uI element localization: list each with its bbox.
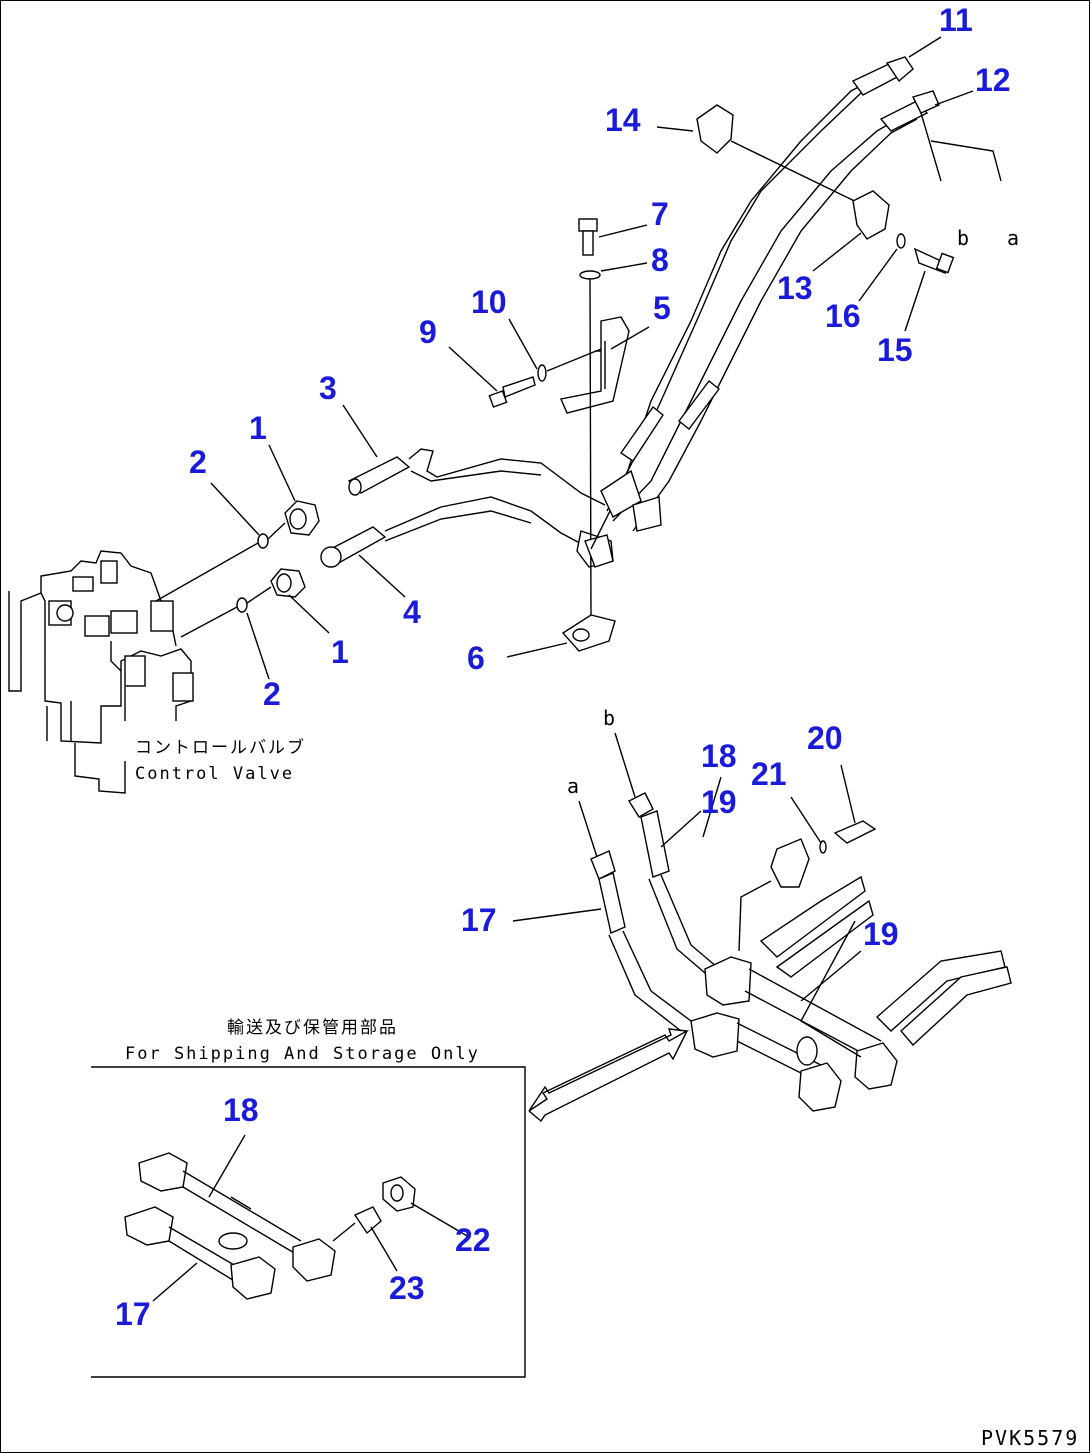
shipping-label-jp: 輸送及び保管用部品 bbox=[227, 1018, 398, 1038]
control-valve-label-jp: コントロールバルブ bbox=[135, 737, 306, 758]
clamp-21-area bbox=[770, 820, 877, 888]
callout-15: 15 bbox=[877, 332, 913, 368]
callout-17-lower: 17 bbox=[115, 1296, 151, 1332]
clamp-link bbox=[730, 140, 872, 210]
double-arrow bbox=[528, 1028, 690, 1123]
clamp-center bbox=[584, 534, 614, 568]
callout-5: 5 bbox=[653, 290, 671, 326]
shipping-box bbox=[91, 1066, 526, 1378]
callout-18-lower: 18 bbox=[223, 1092, 259, 1128]
callout-16: 16 bbox=[825, 298, 861, 334]
callout-10: 10 bbox=[471, 284, 507, 320]
callout-19-upper: 19 bbox=[701, 784, 737, 820]
long-hoses bbox=[590, 56, 940, 550]
callout-12: 12 bbox=[975, 62, 1011, 98]
washer-16 bbox=[896, 233, 906, 249]
ref-a-lower-line bbox=[578, 800, 598, 858]
callout-14: 14 bbox=[605, 102, 641, 138]
callout-3: 3 bbox=[319, 370, 337, 406]
hose-19-upper bbox=[627, 792, 718, 974]
callout-19-lower: 19 bbox=[863, 916, 899, 952]
callout-2-upper: 2 bbox=[189, 444, 207, 480]
callout-22: 22 bbox=[455, 1222, 491, 1258]
callout-1-upper: 1 bbox=[249, 410, 267, 446]
callout-1-lower: 1 bbox=[331, 634, 349, 670]
hose-4 bbox=[320, 496, 614, 568]
shipping-label-en: For Shipping And Storage Only bbox=[125, 1044, 480, 1064]
ref-b-lower-line bbox=[614, 732, 636, 798]
callout-8: 8 bbox=[651, 242, 669, 278]
callout-17-upper: 17 bbox=[461, 902, 497, 938]
callout-7: 7 bbox=[651, 196, 669, 232]
callout-13: 13 bbox=[777, 270, 813, 306]
callout-18-upper: 18 bbox=[701, 738, 737, 774]
ref-b-top: b bbox=[957, 226, 971, 250]
callout-21: 21 bbox=[751, 756, 787, 792]
ref-a-top: a bbox=[1007, 226, 1021, 250]
callout-11: 11 bbox=[939, 2, 973, 38]
ref-b-lower: b bbox=[603, 706, 617, 730]
callout-4: 4 bbox=[403, 594, 421, 630]
adapters bbox=[155, 500, 320, 638]
callout-6: 6 bbox=[467, 640, 485, 676]
bolt-15 bbox=[913, 247, 955, 275]
control-valve bbox=[8, 550, 194, 794]
hose-3 bbox=[347, 448, 606, 506]
bolt-line bbox=[589, 278, 592, 622]
clamp-link-lower bbox=[738, 880, 772, 952]
bolt-7 bbox=[578, 218, 598, 256]
callout-20: 20 bbox=[807, 720, 843, 756]
ref-a-lower: a bbox=[567, 774, 581, 798]
ref-b-line bbox=[920, 112, 942, 182]
bracket-5 bbox=[560, 316, 630, 414]
leader-lines bbox=[152, 36, 974, 1302]
clamp-14 bbox=[696, 104, 734, 154]
drawing-code: PVK5579 bbox=[981, 1426, 1079, 1450]
washer-10 bbox=[537, 364, 547, 382]
shipping-parts bbox=[124, 1152, 416, 1300]
clamp-6 bbox=[561, 614, 616, 652]
callout-9: 9 bbox=[419, 314, 437, 350]
bolt-9 bbox=[488, 376, 536, 408]
callout-23: 23 bbox=[389, 1270, 425, 1306]
hose-17-upper bbox=[590, 850, 692, 1032]
clamp-13 bbox=[852, 190, 890, 240]
callout-2-lower: 2 bbox=[263, 676, 281, 712]
washer-8 bbox=[579, 270, 601, 280]
ref-a-line bbox=[930, 140, 1002, 182]
control-valve-label-en: Control Valve bbox=[135, 764, 294, 784]
lower-block bbox=[690, 875, 1012, 1112]
